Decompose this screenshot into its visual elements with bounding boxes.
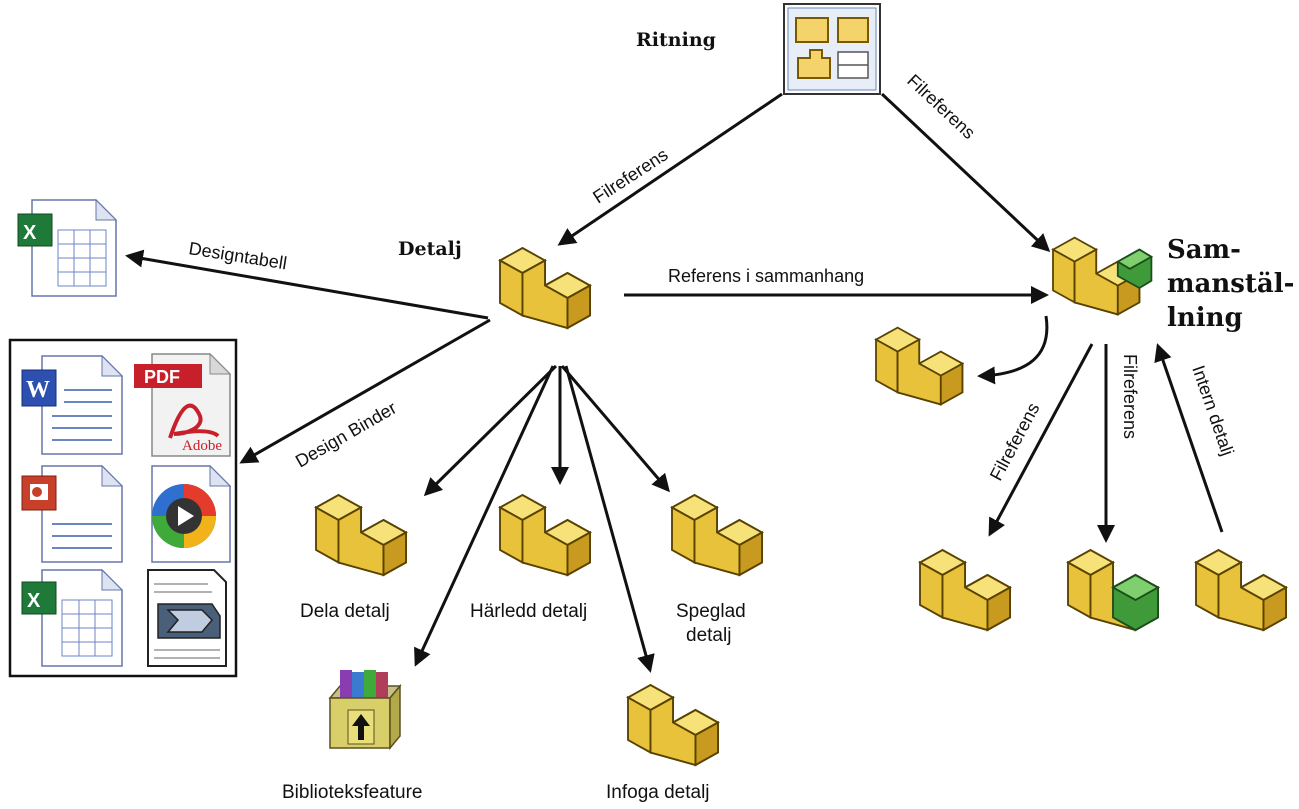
edge-label-design-binder: Design Binder: [292, 398, 400, 472]
assembly-label-line-1: Sam-: [1167, 235, 1241, 265]
edge-label-internal-part: Intern detalj: [1188, 363, 1238, 458]
media-player-document-icon: [151, 464, 232, 563]
edge-label-file-ref-2: Filreferens: [1120, 354, 1140, 439]
excel-design-table-icon: X: [17, 198, 118, 297]
assembly-child-part-2-icon: [1067, 549, 1160, 632]
insert-part-icon: [627, 684, 719, 766]
svg-text:W: W: [26, 377, 50, 403]
edge-label-context-ref: Referens i sammanhang: [668, 266, 864, 286]
mirrored-part-label-line-2: detalj: [686, 625, 731, 646]
edge-label-file-ref-1: Filreferens: [986, 399, 1044, 483]
part-icon: [499, 247, 591, 329]
library-feature-icon: [328, 670, 402, 751]
part-label: Detalj: [398, 238, 462, 260]
subassembly-part-icon: [875, 326, 964, 406]
excel-document-icon: X: [21, 568, 124, 667]
arrow-assembly-to-subpart: [977, 315, 1049, 385]
edge-label-file-ref-right: Filreferens: [903, 70, 979, 143]
arrow-part-to-split-part: [423, 364, 558, 497]
svg-text:X: X: [27, 590, 41, 612]
assembly-child-part-1-icon: [919, 549, 1011, 631]
derived-part-label: Härledd detalj: [470, 601, 587, 622]
internal-part-icon: [1195, 549, 1287, 631]
arrow-drawing-to-part: [557, 92, 783, 246]
split-part-label: Dela detalj: [300, 601, 390, 622]
assembly-label-line-2: manstäl-: [1167, 269, 1294, 299]
arrow-part-to-insert-part: [564, 365, 655, 673]
arrow-part-to-design-table: [125, 249, 489, 320]
mirrored-part-icon: [671, 494, 763, 576]
assembly-label-line-3: lning: [1167, 303, 1243, 333]
word-document-icon: W: [21, 354, 124, 455]
arrow-drawing-to-assembly: [880, 92, 1051, 253]
pdf-document-icon: PDF Adobe: [134, 352, 232, 457]
assembly-icon: [1052, 236, 1154, 316]
mirrored-part-label-line-1: Speglad: [676, 601, 746, 622]
insert-part-label: Infoga detalj: [606, 782, 710, 803]
arrow-assembly-to-child-1: [988, 343, 1094, 537]
adobe-label: Adobe: [182, 438, 222, 454]
svg-text:X: X: [23, 222, 37, 244]
arrow-part-to-design-binder: [239, 318, 491, 464]
split-part-icon: [315, 494, 407, 576]
arrow-part-to-mirrored-part: [560, 365, 670, 493]
scanned-document-icon: [147, 569, 227, 667]
derived-part-icon: [499, 494, 591, 576]
drawing-label: Ritning: [636, 29, 716, 51]
arrow-part-to-library-feature: [414, 365, 555, 667]
drawing-icon: [783, 3, 881, 95]
powerpoint-document-icon: [21, 464, 124, 563]
library-feature-label: Biblioteksfeature: [282, 782, 422, 803]
arrow-internal-part-to-assembly: [1154, 343, 1224, 533]
pdf-label: PDF: [144, 367, 180, 387]
